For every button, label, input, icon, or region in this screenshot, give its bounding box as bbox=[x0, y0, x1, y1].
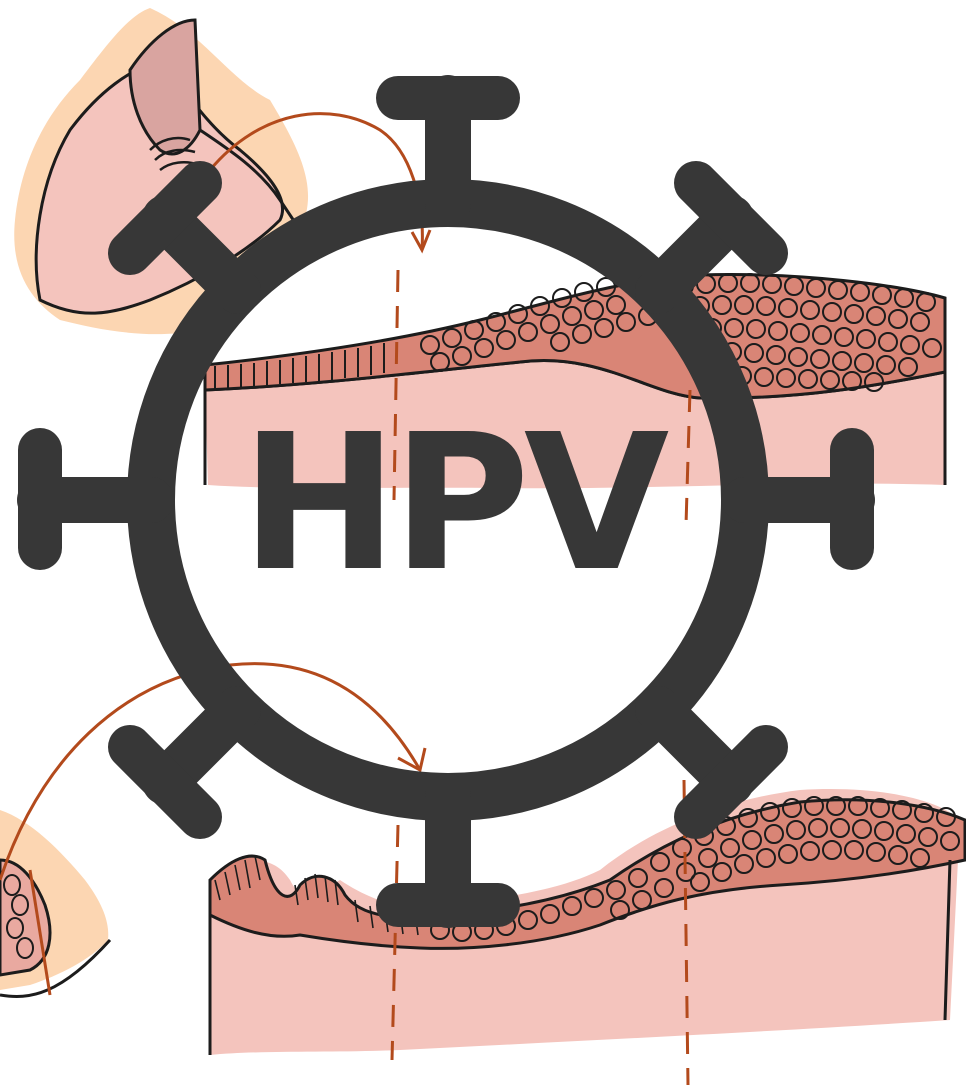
hpv-title: HPV bbox=[241, 394, 669, 613]
arrowhead-bottom bbox=[398, 748, 425, 770]
tissue-section-bottom bbox=[210, 789, 965, 1055]
